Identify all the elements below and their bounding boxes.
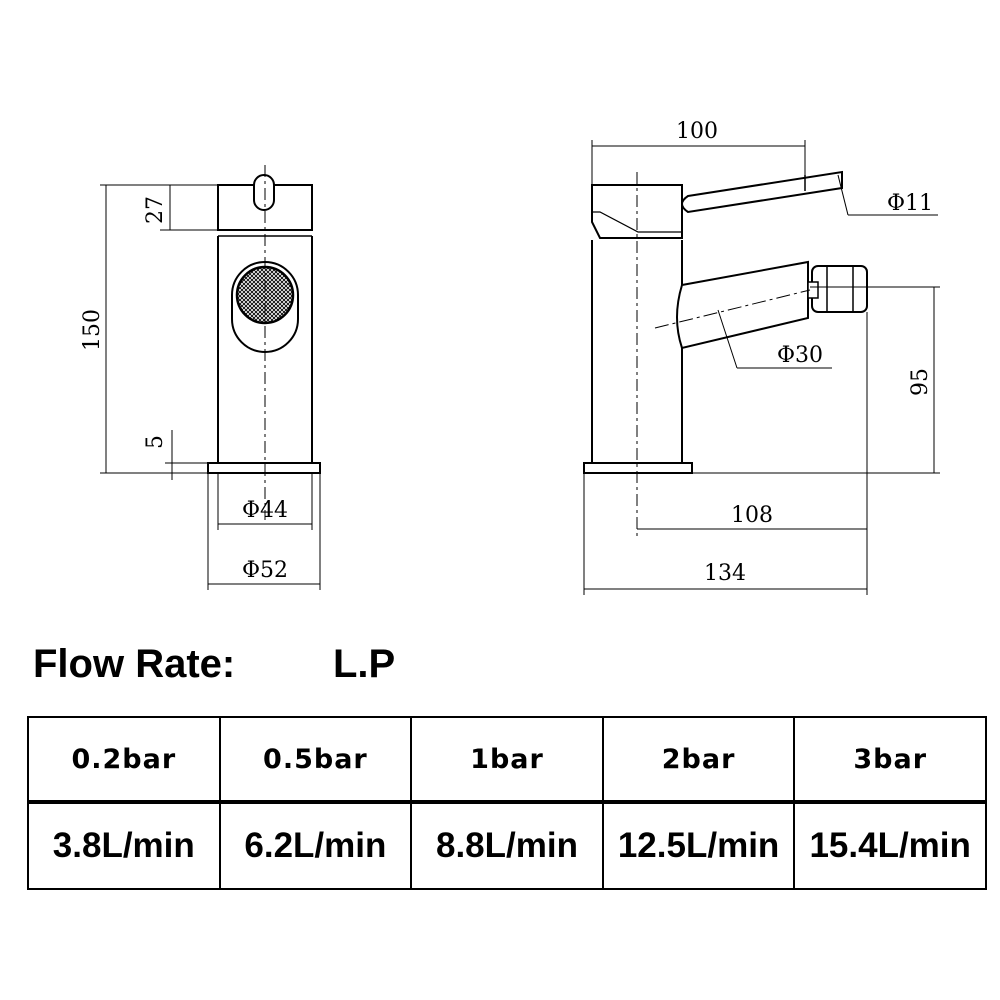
side-spout — [676, 260, 809, 350]
front-base-plate — [207, 462, 321, 474]
dim-spout-reach: 108 — [731, 503, 773, 528]
flow-rate-cell: 12.5L/min — [601, 801, 796, 890]
dim-spout-diameter: Φ30 — [777, 343, 823, 368]
pressure-cell: 3bar — [793, 716, 987, 804]
pressure-type: L.P — [333, 642, 396, 686]
side-base-plate — [583, 462, 693, 474]
technical-drawing: 150 27 5 Φ44 Φ52 — [80, 119, 940, 595]
dim-spout-height: 95 — [908, 368, 933, 396]
flow-rate-cell: 15.4L/min — [793, 801, 987, 890]
pressure-row: 0.2bar 0.5bar 1bar 2bar 3bar — [27, 716, 987, 804]
front-handle-lever — [253, 174, 275, 211]
dim-base-height: 5 — [143, 435, 168, 449]
pressure-cell: 2bar — [601, 716, 796, 804]
flow-rate-cell: 6.2L/min — [218, 801, 413, 890]
side-dimensions — [583, 140, 940, 595]
side-handle-lever — [681, 170, 843, 214]
front-view — [207, 165, 321, 520]
pressure-cell: 0.5bar — [218, 716, 413, 804]
dim-handle-reach: 100 — [676, 119, 718, 144]
dim-handle-height: 27 — [143, 196, 168, 224]
side-view — [583, 170, 868, 540]
front-dimensions — [100, 184, 321, 590]
flow-rate-heading: Flow Rate: L.P — [33, 642, 395, 687]
side-spout-outlet — [811, 265, 868, 313]
flow-rate-cell: 3.8L/min — [27, 801, 221, 890]
dim-total-height: 150 — [80, 309, 105, 351]
dim-body-diameter: Φ44 — [242, 498, 288, 523]
flow-rate-title: Flow Rate: — [33, 642, 236, 686]
dim-total-depth: 134 — [704, 561, 746, 586]
dim-base-diameter: Φ52 — [242, 558, 288, 583]
flow-rate-cell: 8.8L/min — [410, 801, 604, 890]
flow-rate-row: 3.8L/min 6.2L/min 8.8L/min 12.5L/min 15.… — [27, 801, 987, 890]
pressure-cell: 1bar — [410, 716, 604, 804]
pressure-cell: 0.2bar — [27, 716, 221, 804]
dim-handle-diameter: Φ11 — [887, 191, 933, 216]
flow-rate-table: 0.2bar 0.5bar 1bar 2bar 3bar 3.8L/min 6.… — [27, 716, 987, 890]
